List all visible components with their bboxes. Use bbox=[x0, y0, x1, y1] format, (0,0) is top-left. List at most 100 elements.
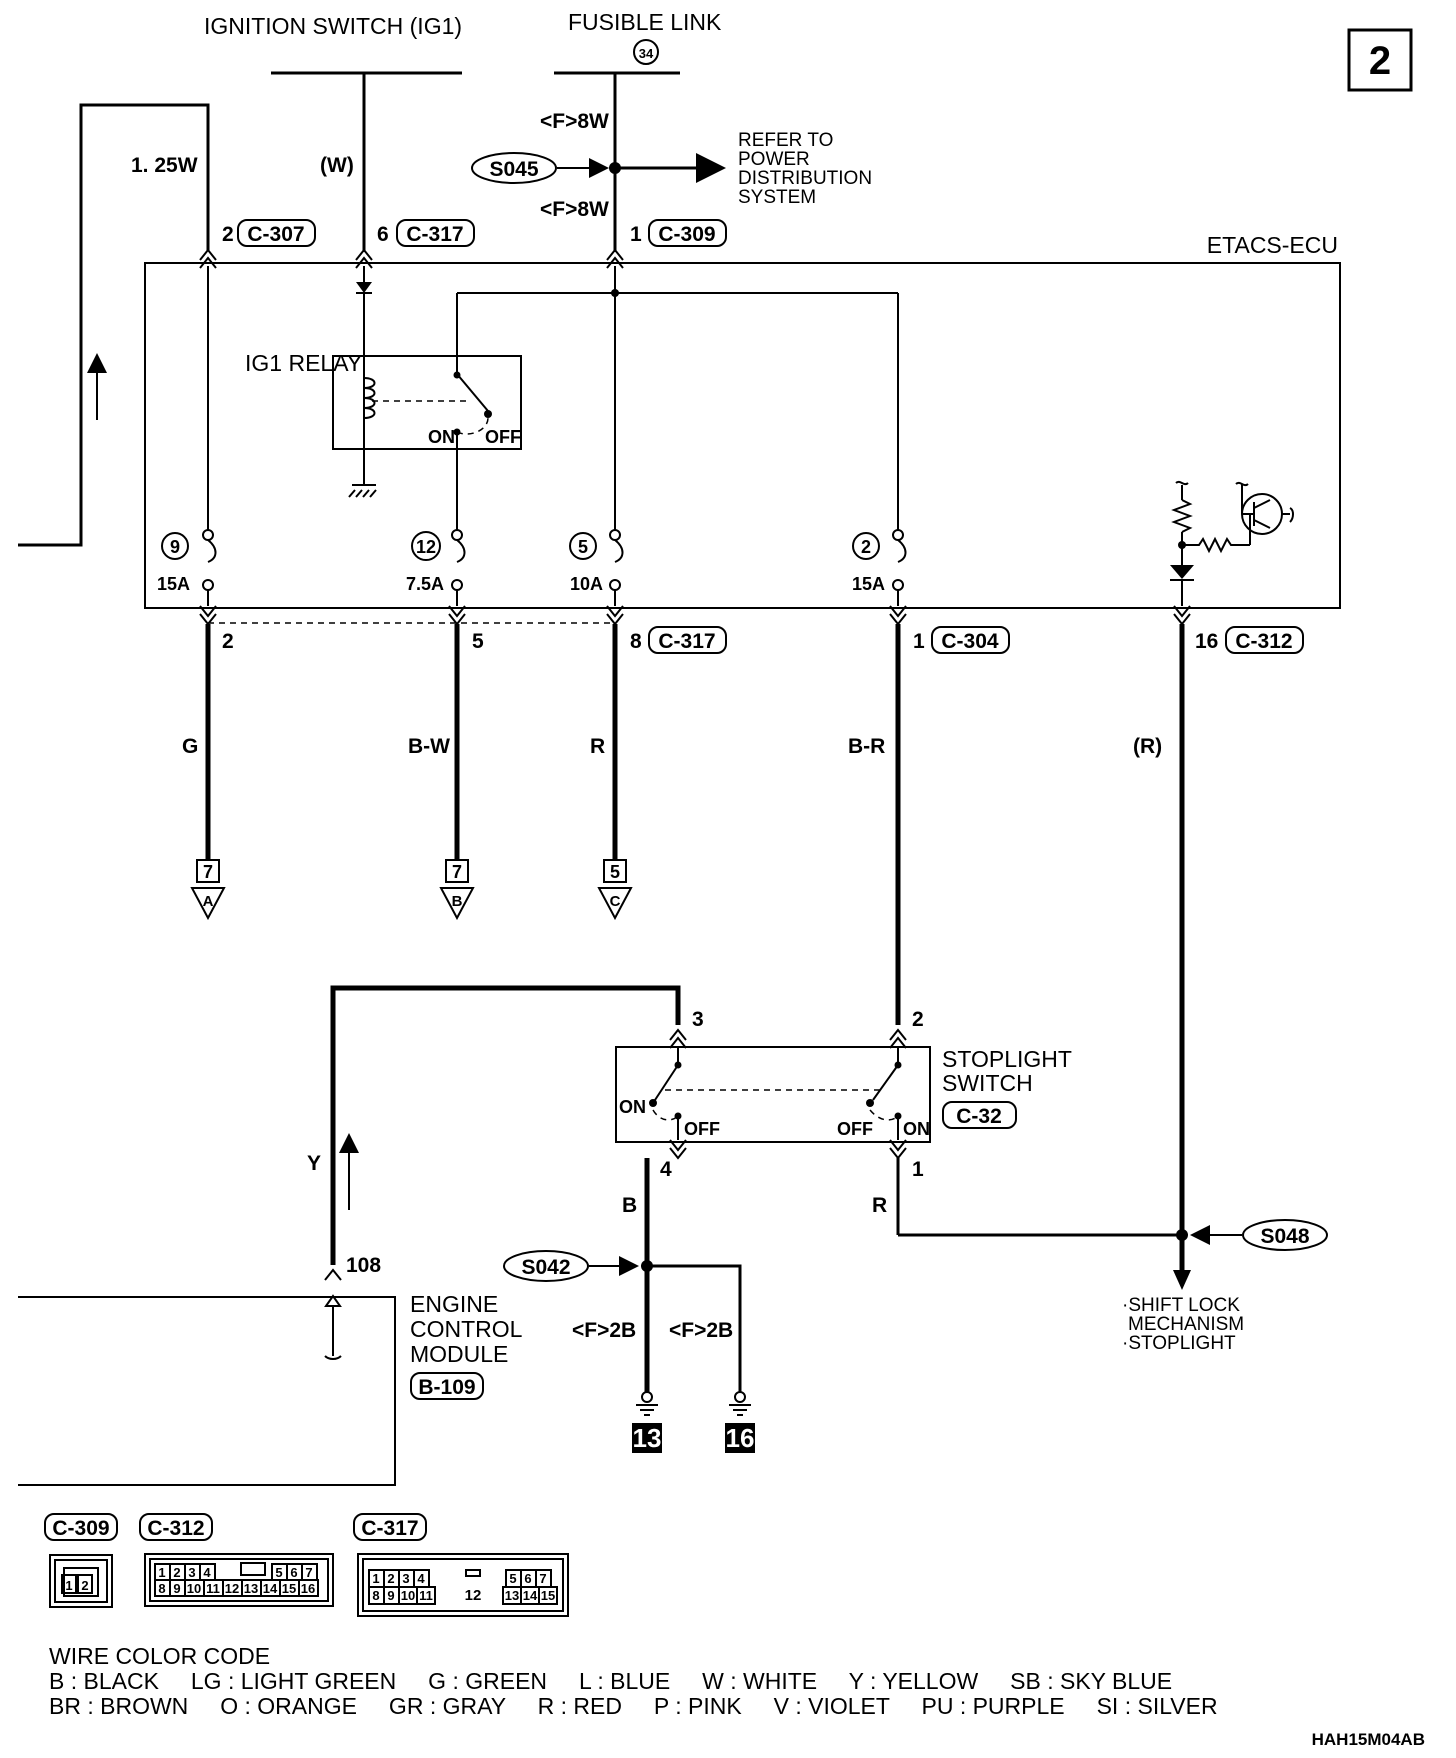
ig1-relay-label: IG1 RELAY bbox=[245, 350, 362, 376]
wire-y-label: Y bbox=[307, 1152, 321, 1175]
svg-text:13: 13 bbox=[633, 1423, 662, 1453]
connector-view-c317: C-317 1 2 3 4 5 6 7 8 9 10 11 13 14 15 1… bbox=[353, 1513, 569, 1617]
svg-text:11: 11 bbox=[206, 1581, 220, 1596]
wire-y bbox=[330, 985, 681, 1265]
top-pin-c307: 2 C-307 bbox=[222, 219, 316, 247]
svg-text:15: 15 bbox=[282, 1581, 296, 1596]
continuation-7-b: 7 B bbox=[439, 859, 475, 921]
svg-text:2: 2 bbox=[387, 1571, 394, 1586]
svg-text:C-312: C-312 bbox=[147, 1517, 204, 1540]
svg-text:8: 8 bbox=[630, 630, 642, 653]
ecm-connector: B-109 bbox=[418, 1376, 475, 1399]
svg-text:3: 3 bbox=[402, 1571, 409, 1586]
svg-text:2: 2 bbox=[173, 1565, 180, 1580]
svg-text:S048: S048 bbox=[1260, 1225, 1309, 1248]
fusible-link-label: FUSIBLE LINK bbox=[568, 9, 722, 35]
svg-text:B: B bbox=[452, 893, 463, 910]
ignition-switch-label: IGNITION SWITCH (IG1) bbox=[204, 13, 462, 39]
svg-text:C-309: C-309 bbox=[52, 1517, 109, 1540]
wire-r-switch-label: R bbox=[872, 1194, 887, 1217]
continuation-7-a: 7 A bbox=[190, 859, 226, 921]
splice-s048: S048 bbox=[1190, 1219, 1328, 1251]
svg-text:A: A bbox=[203, 893, 214, 910]
svg-text:7: 7 bbox=[203, 862, 213, 882]
fusible-wire-lower-label: <F>8W bbox=[540, 198, 609, 221]
svg-text:1: 1 bbox=[630, 223, 642, 246]
fusible-wire-upper-label: <F>8W bbox=[540, 110, 609, 133]
svg-text:3: 3 bbox=[188, 1565, 195, 1580]
svg-text:12: 12 bbox=[416, 537, 436, 557]
stoplight-switch-label-2: SWITCH bbox=[942, 1070, 1033, 1096]
svg-text:16: 16 bbox=[726, 1423, 755, 1453]
svg-text:10: 10 bbox=[187, 1581, 201, 1596]
etacs-ecu: ETACS-ECU IG1 RELAY bbox=[144, 232, 1341, 624]
svg-text:13: 13 bbox=[244, 1581, 258, 1596]
ground-wire-b-label: <F>2B bbox=[669, 1319, 733, 1342]
svg-text:9: 9 bbox=[173, 1581, 180, 1596]
svg-text:12: 12 bbox=[225, 1581, 239, 1596]
svg-text:1: 1 bbox=[913, 630, 925, 653]
svg-text:16: 16 bbox=[301, 1581, 315, 1596]
svg-text:4: 4 bbox=[417, 1571, 425, 1586]
bottom-pin-5: 5 bbox=[472, 630, 484, 653]
svg-text:OFF: OFF bbox=[485, 427, 521, 447]
svg-text:2: 2 bbox=[81, 1578, 88, 1593]
svg-text:C-317: C-317 bbox=[658, 630, 715, 653]
svg-text:15A: 15A bbox=[852, 574, 885, 594]
svg-text:6: 6 bbox=[290, 1565, 297, 1580]
svg-text:C-309: C-309 bbox=[658, 223, 715, 246]
ground-13: 13 bbox=[632, 1391, 662, 1453]
svg-text:OFF: OFF bbox=[837, 1119, 873, 1139]
ecm-label: ENGINE CONTROL MODULE bbox=[410, 1291, 528, 1367]
svg-text:7.5A: 7.5A bbox=[406, 574, 444, 594]
bottom-pin-c304: 1 C-304 bbox=[913, 626, 1010, 654]
diagram-code: HAH15M04AB bbox=[1312, 1730, 1425, 1749]
svg-text:C-307: C-307 bbox=[247, 223, 304, 246]
connector-view-c309: C-309 1 2 bbox=[44, 1513, 118, 1608]
bottom-pin-2: 2 bbox=[222, 630, 234, 653]
svg-text:1: 1 bbox=[158, 1565, 165, 1580]
wire-ground-b bbox=[647, 1264, 742, 1392]
svg-text:C-317: C-317 bbox=[406, 223, 463, 246]
wire-r-label: R bbox=[590, 735, 605, 758]
svg-text:15: 15 bbox=[541, 1588, 555, 1603]
svg-text:S045: S045 bbox=[489, 158, 538, 181]
svg-text:2: 2 bbox=[222, 223, 234, 246]
svg-text:15A: 15A bbox=[157, 574, 190, 594]
bottom-pin-c312: 16 C-312 bbox=[1195, 626, 1304, 654]
stoplight-pin-2: 2 bbox=[912, 1008, 924, 1031]
ground-wire-a-label: <F>2B bbox=[572, 1319, 636, 1342]
wire-g-label: G bbox=[182, 735, 198, 758]
wire-r-paren-label: (R) bbox=[1133, 735, 1162, 758]
svg-text:C: C bbox=[610, 893, 621, 910]
svg-text:1: 1 bbox=[372, 1571, 379, 1586]
svg-text:7: 7 bbox=[452, 862, 462, 882]
svg-text:8: 8 bbox=[372, 1588, 379, 1603]
svg-text:ON: ON bbox=[619, 1097, 646, 1117]
svg-text:7: 7 bbox=[539, 1571, 546, 1586]
svg-text:ON: ON bbox=[903, 1119, 930, 1139]
svg-text:16: 16 bbox=[1195, 630, 1218, 653]
svg-text:1: 1 bbox=[65, 1578, 72, 1593]
page-number-box: 2 bbox=[1347, 28, 1413, 92]
fuse-5: 5 10A bbox=[569, 529, 624, 594]
svg-text:OFF: OFF bbox=[684, 1119, 720, 1139]
ignition-switch-source: IGNITION SWITCH (IG1) bbox=[204, 13, 462, 75]
wire-b-label: B bbox=[622, 1194, 637, 1217]
etacs-ecu-label: ETACS-ECU bbox=[1207, 232, 1338, 258]
svg-text:5: 5 bbox=[578, 537, 588, 557]
svg-text:6: 6 bbox=[524, 1571, 531, 1586]
wire-color-code-title: WIRE COLOR CODE bbox=[49, 1643, 270, 1669]
splice-dot-s048 bbox=[1176, 1229, 1188, 1241]
refer-to-label: REFER TO POWER DISTRIBUTION SYSTEM bbox=[738, 130, 877, 208]
wire-color-code-line-1: B : BLACK LG : LIGHT GREEN G : GREEN L :… bbox=[49, 1668, 1172, 1694]
svg-text:5: 5 bbox=[275, 1565, 282, 1580]
transistor-circuit bbox=[1170, 480, 1294, 606]
svg-text:12: 12 bbox=[465, 1587, 482, 1604]
wire-bw-label: B-W bbox=[408, 735, 450, 758]
stoplight-switch-label-1: STOPLIGHT bbox=[942, 1046, 1072, 1072]
ecm-pin-108: 108 bbox=[346, 1254, 381, 1277]
engine-control-module: 108 ENGINE CONTROL MODULE B-109 bbox=[18, 1254, 528, 1486]
svg-text:4: 4 bbox=[203, 1565, 211, 1580]
